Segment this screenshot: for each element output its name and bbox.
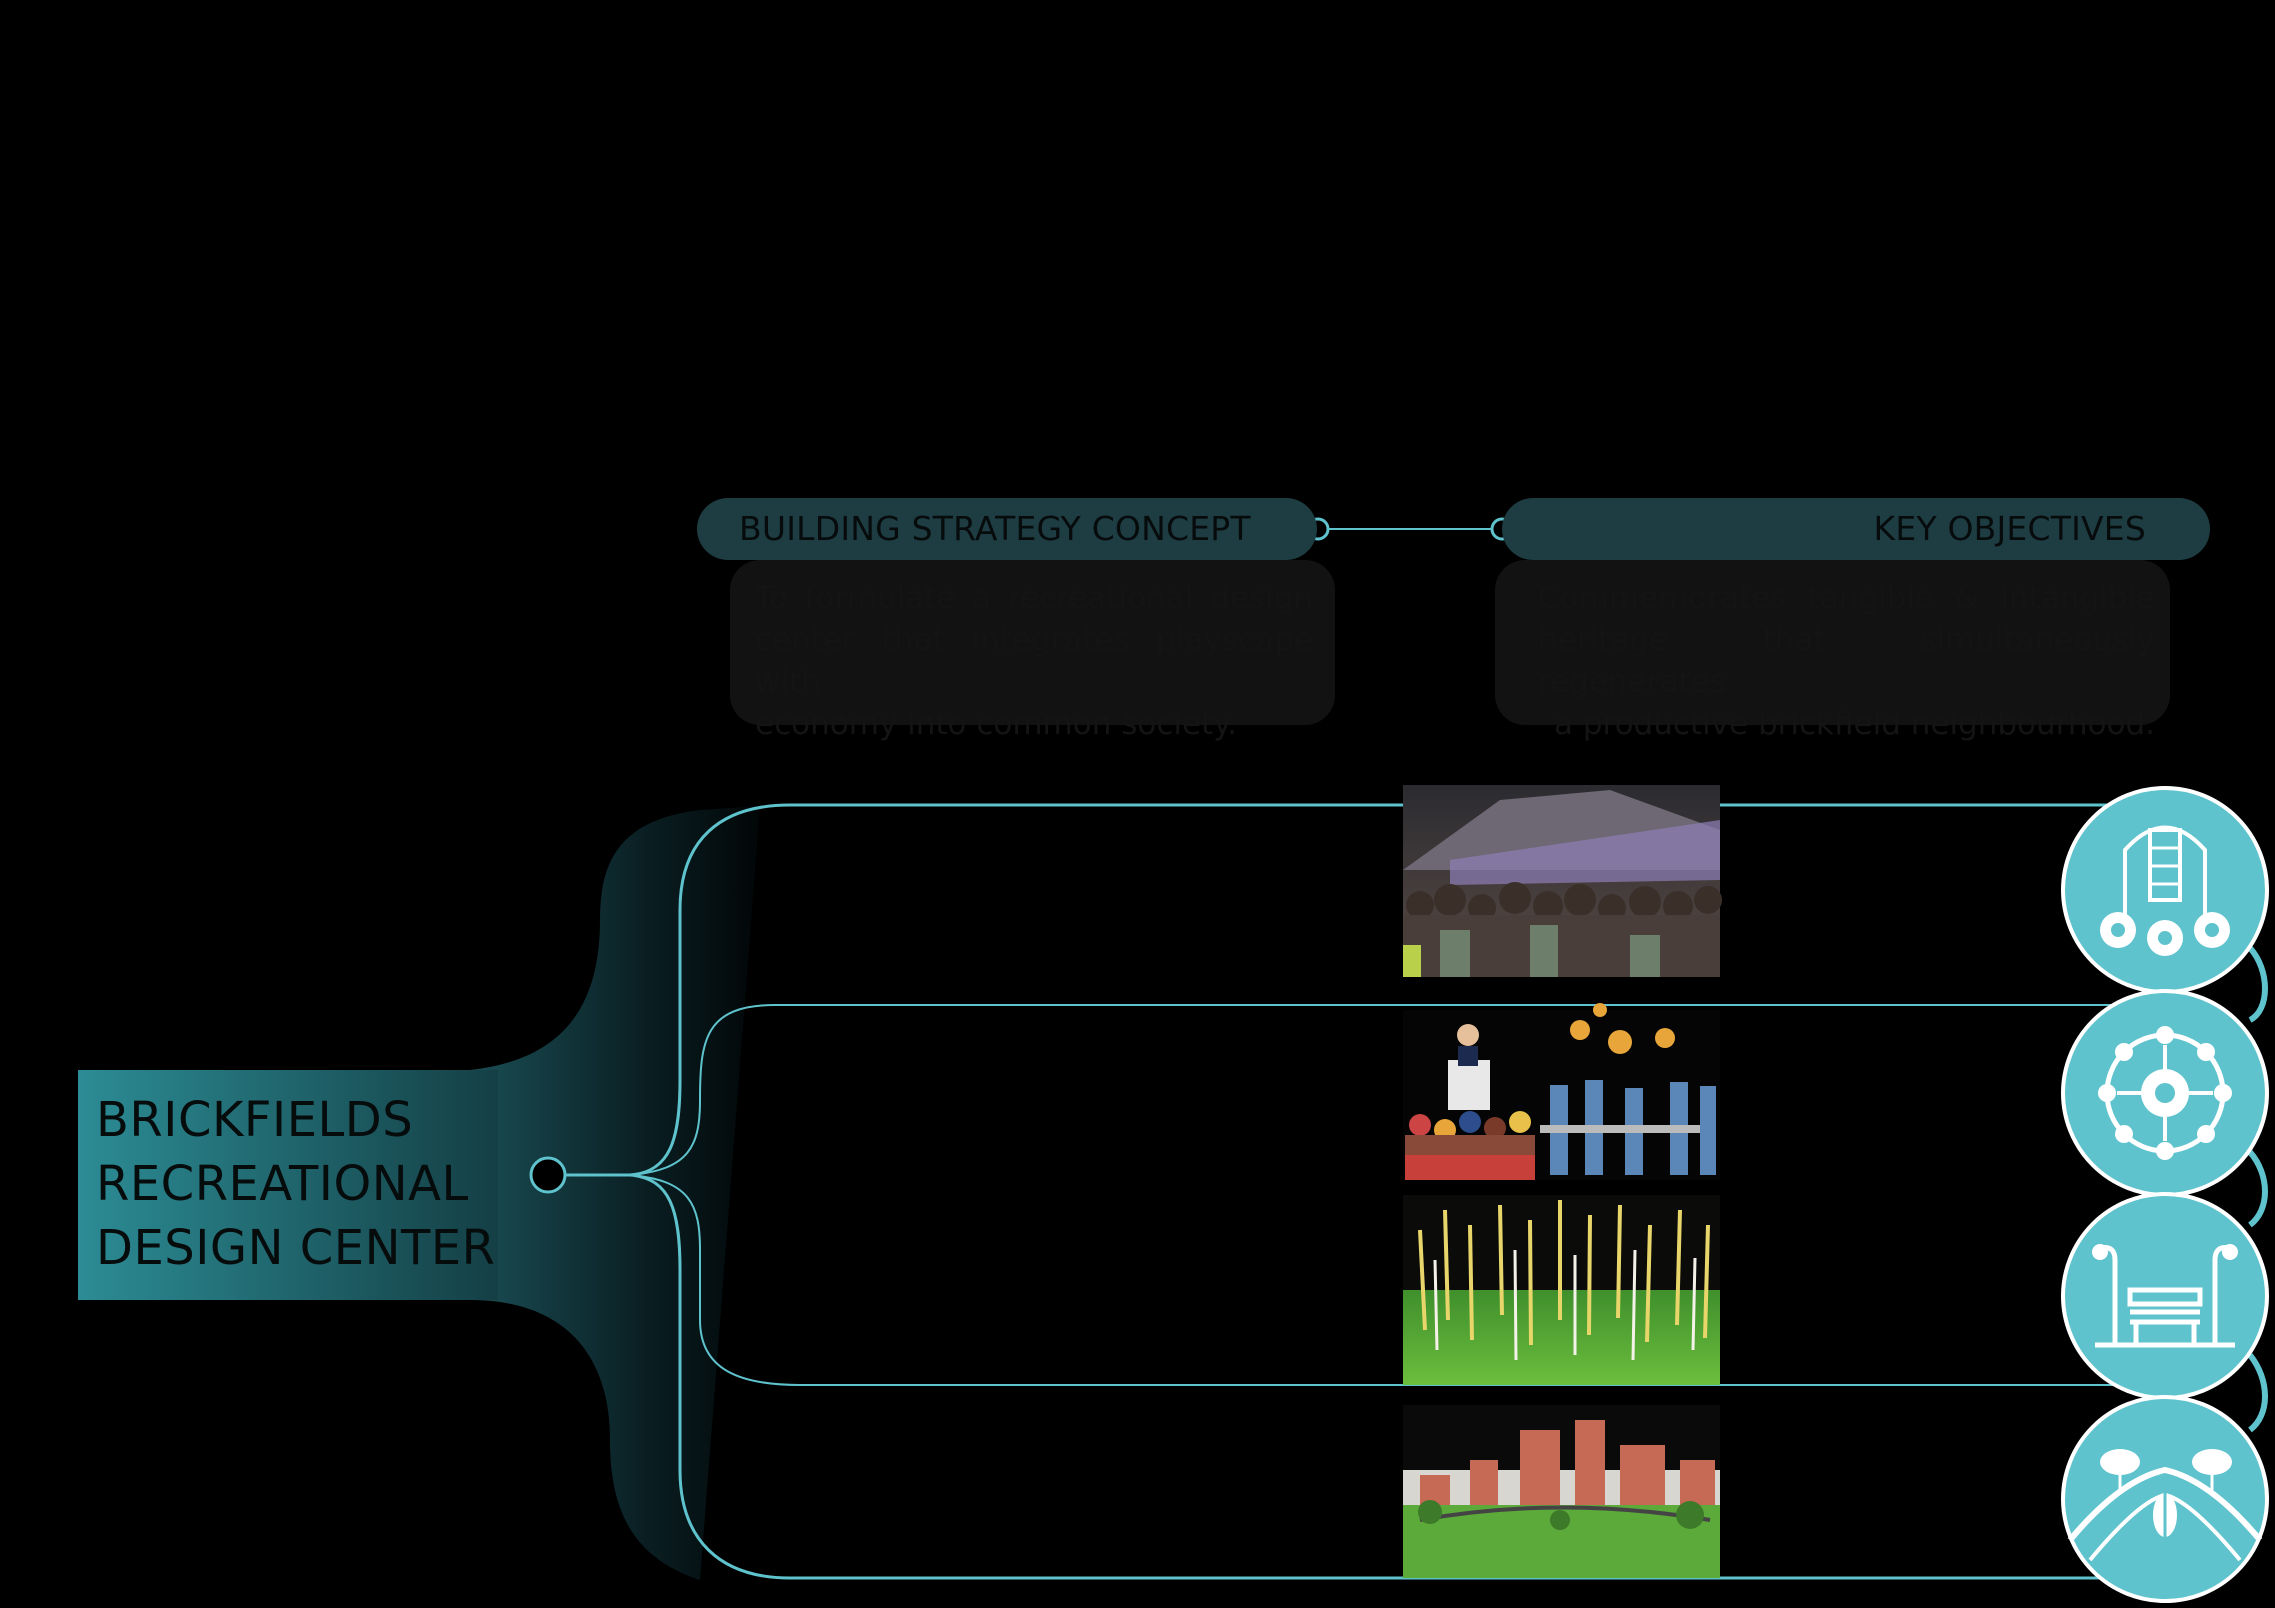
branch-connector-4 [629,1173,2120,1580]
center-title: BRICKFIELDS RECREATIONAL DESIGN CENTER [96,1088,496,1280]
strategy-description: To formulate a recreational design cente… [755,577,1313,745]
title-block [78,1070,498,1300]
strategy-line: center that integrates playscape with [755,622,1313,700]
hills-balloons-icon [2061,1395,2269,1603]
objectives-header: KEY OBJECTIVES [1502,498,2210,560]
objectives-line: heritage that simultaneously regenerates [1538,622,2155,700]
center-title-line: RECREATIONAL [96,1156,469,1212]
branch-connector-2 [629,1004,2120,1176]
strategy-line: economy into common society. [755,706,1237,742]
bench-streetlamps-icon [2061,1192,2269,1400]
objectives-description: Commemorates tangible & intangible herit… [1538,577,2155,745]
objectives-card [1495,560,2170,725]
center-node [529,1156,567,1194]
network-gear-icon [2061,989,2269,1197]
center-title-line: BRICKFIELDS [96,1092,414,1148]
objectives-title: KEY OBJECTIVES [1873,509,2146,548]
strategy-card [730,560,1335,725]
title-flare-shape [470,806,760,1580]
strategy-line: To formulate a recreational design [755,580,1313,616]
objectives-line: a productive brickfield neighbourhood. [1553,706,2155,742]
chimney-flowers-icon [2061,786,2269,994]
speaker-audience-photo [1403,1003,1720,1180]
crowd-festival-photo [1403,785,1722,977]
branch-connector-3 [629,1174,2120,1386]
strategy-header: BUILDING STRATEGY CONCEPT [697,498,1317,560]
strategy-title: BUILDING STRATEGY CONCEPT [739,509,1251,548]
light-installation-park-photo [1403,1195,1720,1385]
center-title-line: DESIGN CENTER [96,1220,496,1276]
branch-connector-1 [629,803,2120,1177]
objectives-line: Commemorates tangible & intangible [1538,580,2155,616]
housing-park-photo [1403,1405,1720,1578]
